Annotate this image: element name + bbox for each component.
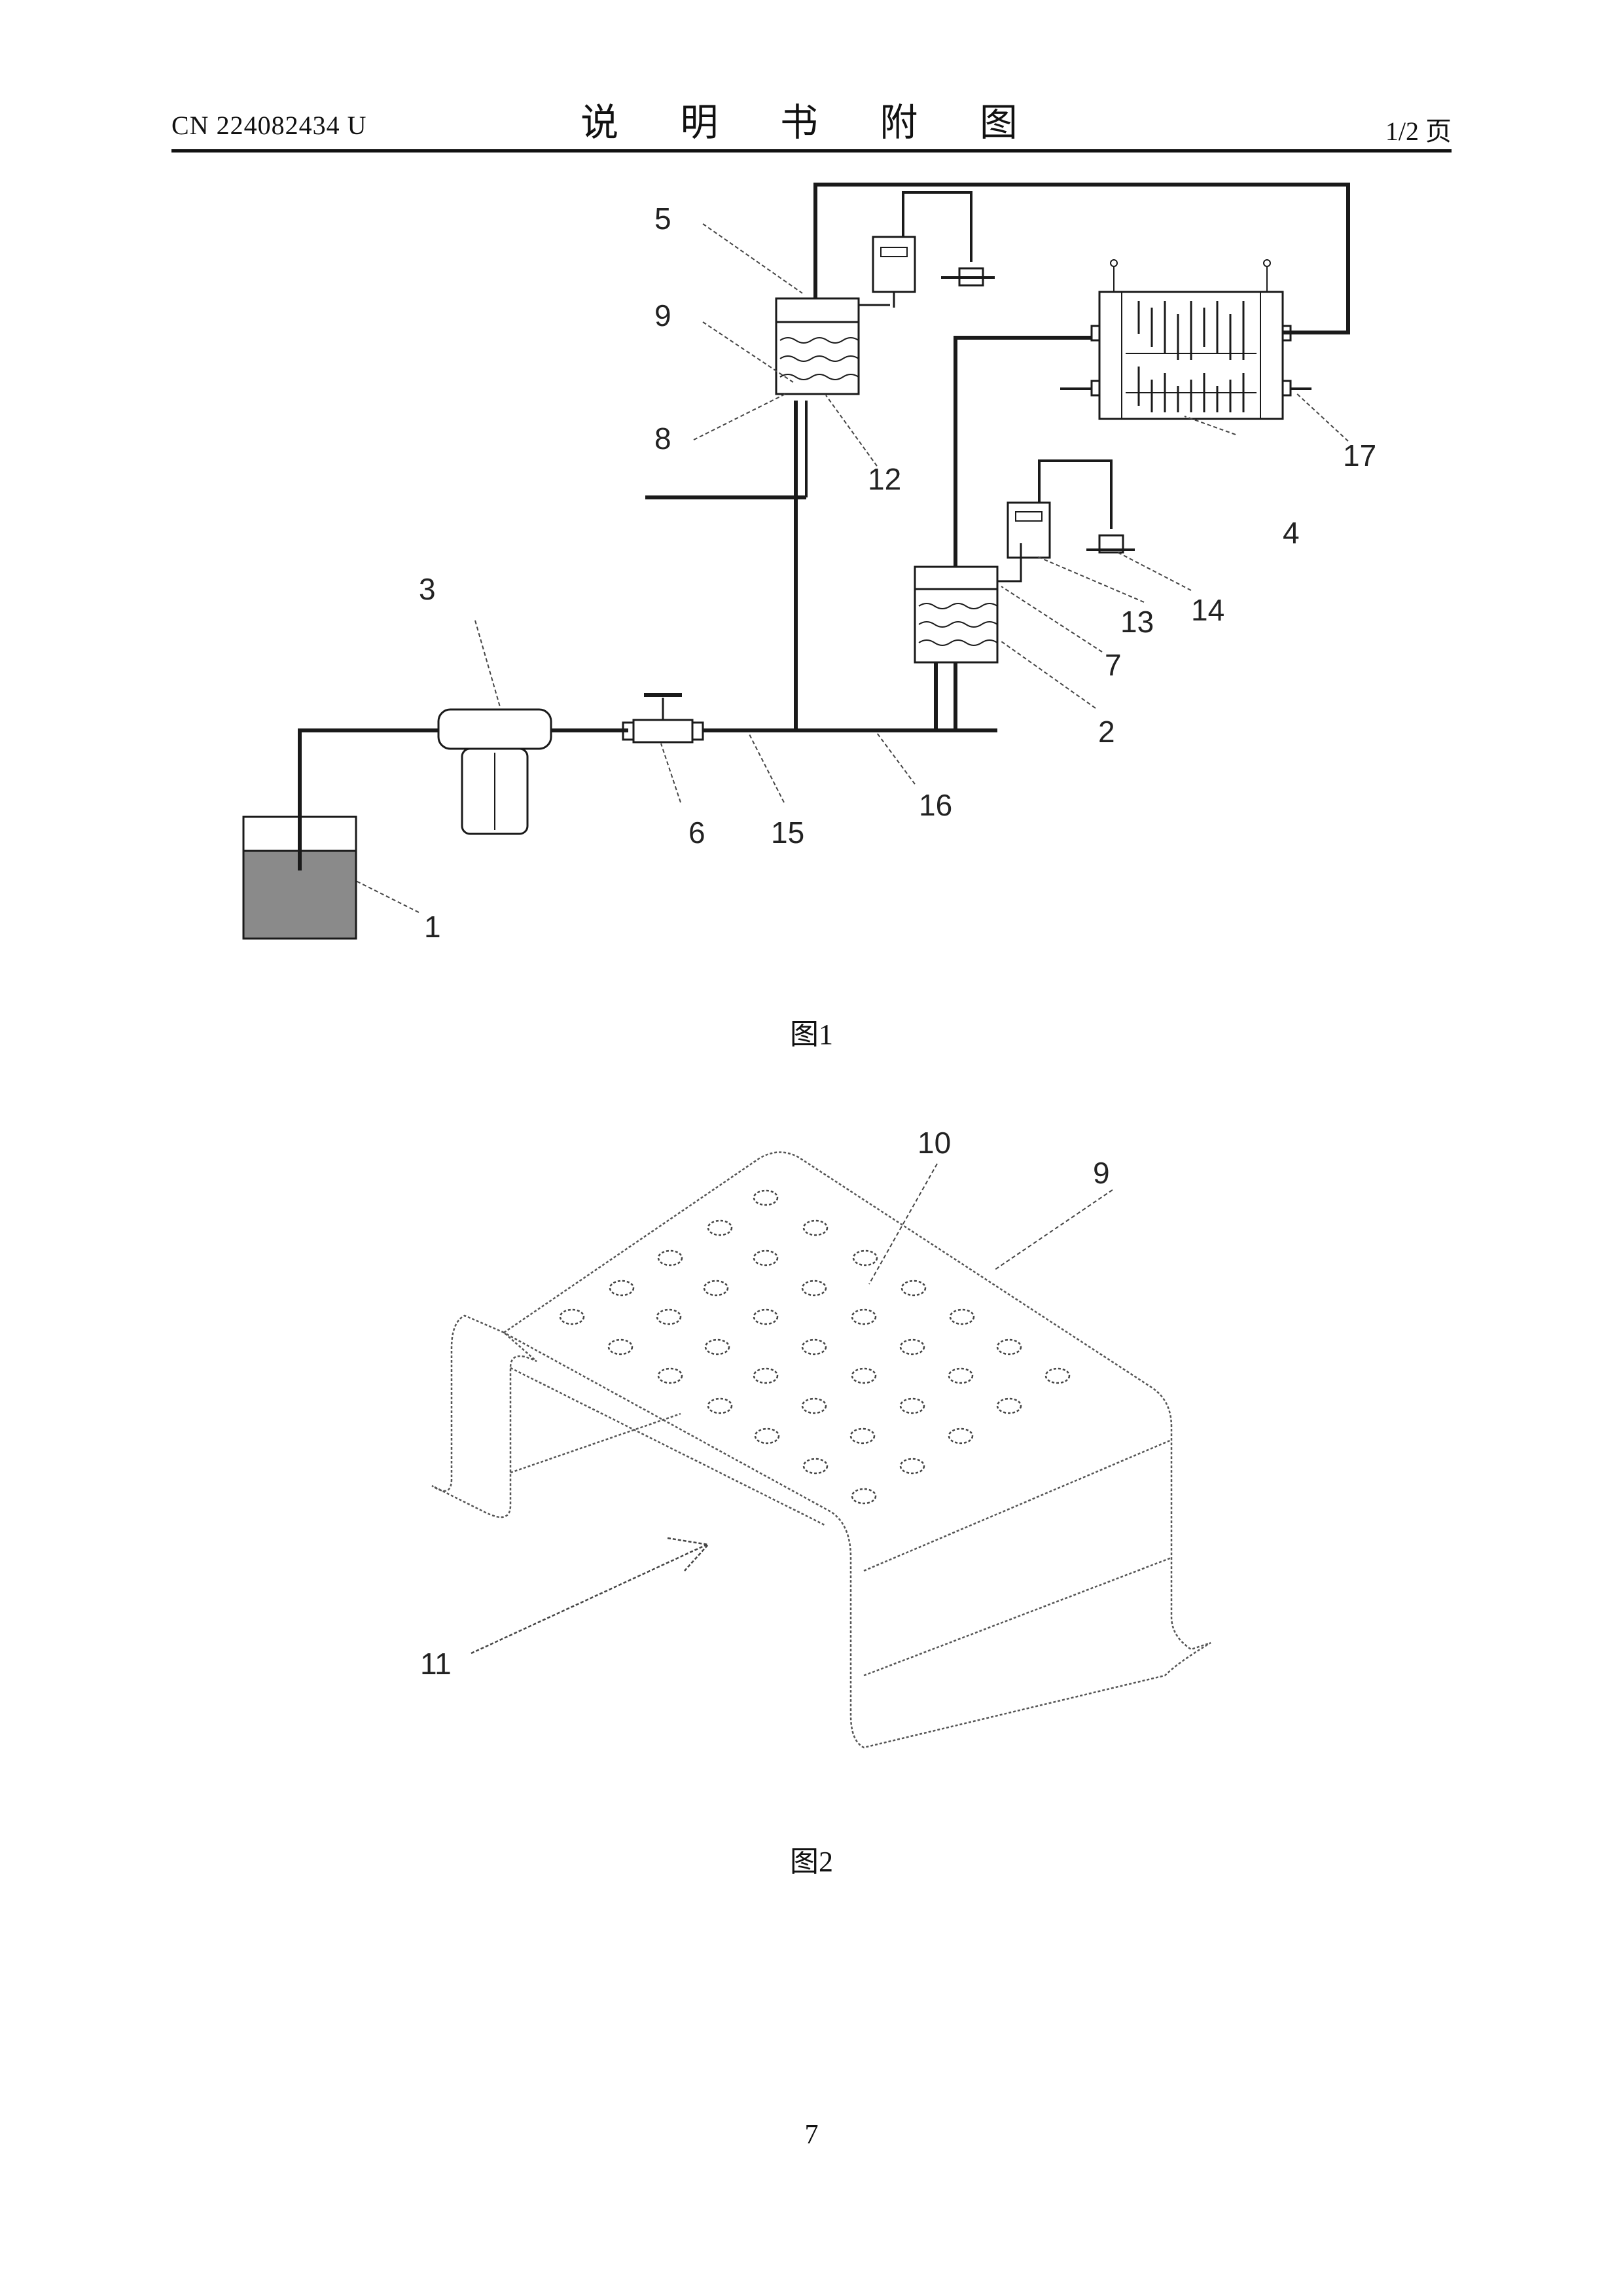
label-10: 10 xyxy=(918,1126,951,1160)
label-9-fig2: 9 xyxy=(1093,1156,1110,1190)
label-11: 11 xyxy=(420,1647,452,1681)
hole-pattern xyxy=(560,1191,1069,1503)
flow-arrow xyxy=(471,1545,707,1653)
figure-2-caption: 图2 xyxy=(0,1838,1623,1880)
page-number: 7 xyxy=(0,2119,1623,2151)
